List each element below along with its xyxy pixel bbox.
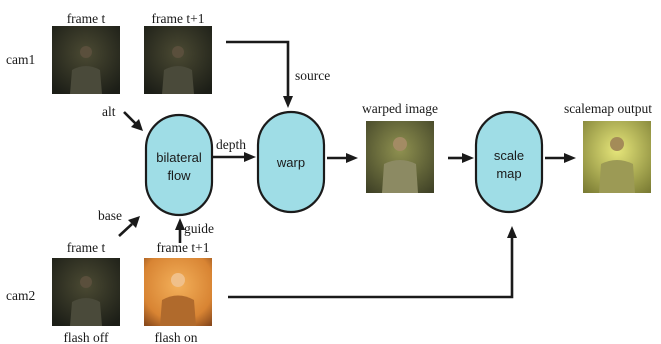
guide-label: guide	[184, 221, 214, 236]
cam2-frame-t-label: frame t	[67, 240, 106, 255]
scale-map-line-2: map	[496, 166, 521, 181]
cam2-frame-t1-photo	[144, 258, 212, 326]
scalemap-output-photo	[583, 121, 651, 193]
depth-label: depth	[216, 137, 246, 152]
cam2-frame-t-photo	[52, 258, 120, 326]
base-arrow	[118, 216, 140, 237]
alt-arrow	[123, 111, 143, 131]
bilateral-flow-node: bilateral flow	[144, 113, 214, 217]
warped-image-photo	[366, 121, 434, 193]
source-arrow	[226, 40, 293, 108]
cam1-label: cam1	[6, 52, 35, 67]
guide-arrow	[175, 218, 185, 243]
cam1-frame-t1-label: frame t+1	[152, 11, 205, 26]
flash-off-label: flash off	[63, 330, 109, 344]
cam1-frame-t1-photo	[144, 26, 212, 94]
warped-to-scalemap-arrow	[448, 153, 474, 163]
scale-map-line-1: scale	[494, 148, 524, 163]
warp-line-1: warp	[276, 155, 305, 170]
base-label: base	[98, 208, 122, 223]
flash-on-label: flash on	[154, 330, 197, 344]
cam2-label: cam2	[6, 288, 35, 303]
scale-map-node: scale map	[474, 110, 544, 214]
warped-image-label: warped image	[362, 101, 438, 116]
bilateral-flow-line-1: bilateral	[156, 150, 202, 165]
depth-arrow	[212, 152, 256, 162]
scalemap-output-label: scalemap output	[564, 101, 652, 116]
warp-to-warped-arrow	[327, 153, 358, 163]
cam1-frame-t-label: frame t	[67, 11, 106, 26]
cam1-frame-t-photo	[52, 26, 120, 94]
warp-node: warp	[256, 110, 326, 214]
source-label: source	[295, 68, 330, 83]
cam2-frame-t1-label: frame t+1	[157, 240, 210, 255]
alt-label: alt	[102, 104, 116, 119]
bilateral-flow-line-2: flow	[167, 168, 191, 183]
scalemap-to-output-arrow	[545, 153, 576, 163]
flash-to-scalemap-arrow	[228, 226, 517, 299]
